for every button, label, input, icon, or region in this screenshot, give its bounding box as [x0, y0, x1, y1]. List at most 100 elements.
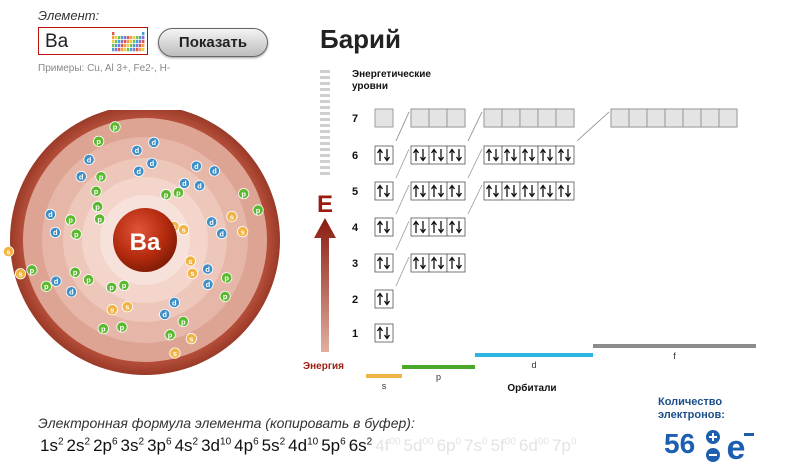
orbital-box-7p [428, 108, 448, 128]
electron-p [172, 186, 184, 199]
electron-d [50, 275, 62, 287]
orbital-connector-line [395, 111, 410, 142]
electron-d [148, 136, 160, 148]
show-button[interactable]: Показать [158, 28, 268, 57]
formula-term: 5f00 [490, 436, 516, 455]
formula-term: 3d10 [201, 436, 232, 455]
orbital-box-4p [410, 181, 430, 201]
orbital-box-7s [374, 108, 394, 128]
electron-s [121, 301, 133, 313]
orbital-box-6s [374, 145, 394, 165]
energy-scale-tick [320, 94, 330, 97]
electron-letter: p [122, 281, 127, 290]
electron-letter: p [96, 137, 101, 146]
electron-plus-minus-icon[interactable]: e [704, 428, 754, 464]
electron-letter: s [173, 349, 177, 358]
spin-down-arrow-icon [383, 293, 391, 306]
formula-term: 7s0 [464, 436, 488, 455]
orbitals-axis-label: Орбитали [507, 382, 556, 394]
spin-up-arrow-icon [412, 220, 420, 233]
electron-s [106, 304, 118, 316]
electron-p [219, 290, 231, 303]
spin-up-arrow-icon [521, 148, 529, 161]
energy-scale-tick [320, 82, 330, 85]
spin-up-arrow-icon [430, 220, 438, 233]
electron-d [178, 177, 191, 189]
orbital-box-3d [555, 181, 575, 201]
electron-count-label: Количество электронов: [658, 396, 725, 422]
spin-down-arrow-icon [492, 185, 500, 198]
orbital-box-6f [682, 108, 702, 128]
orbital-box-2s [374, 289, 394, 309]
electron-letter: p [94, 187, 99, 196]
orbital-box-3p [410, 217, 430, 237]
orbital-box-7p [446, 108, 466, 128]
element-name-title: Барий [320, 24, 401, 54]
energy-scale-tick [320, 112, 330, 115]
orbital-box-5s [374, 181, 394, 201]
spin-down-arrow-icon [564, 185, 572, 198]
periodic-table-icon[interactable] [112, 32, 145, 52]
electron-letter: d [205, 265, 210, 274]
spin-up-arrow-icon [376, 148, 384, 161]
orbital-box-6f [610, 108, 630, 128]
electron-p [116, 321, 128, 333]
orbital-box-6d [501, 108, 521, 128]
orbital-connector-line [576, 111, 610, 142]
orbital-box-4d [483, 145, 503, 165]
electron-count-label-line2: электронов: [658, 409, 725, 421]
formula-term: 4p6 [234, 436, 259, 455]
formula-term: 2s2 [66, 436, 91, 455]
atom-model: ssssppppppssppppppddddddddddssppppppdddd… [2, 110, 280, 375]
formula-term: 5p6 [321, 436, 346, 455]
orbital-bar-label-f: f [673, 351, 676, 361]
electron-letter: s [230, 212, 234, 221]
electron-letter: p [164, 190, 169, 199]
electron-letter: p [101, 325, 106, 334]
orbital-box-3p [446, 217, 466, 237]
orbital-connector-line [467, 184, 483, 215]
spin-down-arrow-icon [383, 257, 391, 270]
electron-letter: s [190, 269, 194, 278]
energy-scale-tick [320, 148, 330, 151]
electron-letter: p [99, 173, 104, 182]
electron-s [237, 226, 249, 238]
electron-letter: p [241, 189, 246, 198]
electron-letter: p [74, 230, 79, 239]
orbital-connector-line [395, 148, 410, 179]
energy-level-label-5: 5 [352, 186, 358, 198]
orbital-box-3d [537, 181, 557, 201]
orbital-box-6f [700, 108, 720, 128]
spin-down-arrow-icon [383, 185, 391, 198]
spin-up-arrow-icon [557, 184, 565, 197]
element-label: Элемент: [38, 8, 100, 23]
electron-s [185, 333, 197, 345]
nucleus-label: Ba [130, 229, 161, 256]
electron-letter: d [54, 277, 59, 286]
spin-up-arrow-icon [412, 256, 420, 269]
energy-level-label-6: 6 [352, 150, 358, 162]
electron-s [226, 210, 238, 223]
spin-up-arrow-icon [503, 184, 511, 197]
orbital-box-4p [428, 181, 448, 201]
electron-p [160, 189, 172, 201]
electron-p [221, 272, 233, 284]
orbital-box-6d [555, 108, 575, 128]
electron-d [202, 278, 214, 290]
formula-term: 6p0 [436, 436, 462, 455]
orbital-box-6d [537, 108, 557, 128]
electron-p [40, 280, 52, 292]
energy-scale-tick [320, 118, 330, 121]
energy-scale-tick [320, 172, 330, 175]
electron-letter: d [152, 138, 157, 147]
spin-down-arrow-icon [564, 149, 572, 162]
spin-down-arrow-icon [492, 149, 500, 162]
spin-up-arrow-icon [448, 220, 456, 233]
electron-letter: p [95, 202, 100, 211]
electron-letter: d [162, 310, 167, 319]
electron-p [118, 279, 130, 291]
element-input[interactable]: Ba [38, 27, 148, 55]
spin-up-arrow-icon [539, 148, 547, 161]
spin-down-arrow-icon [546, 149, 554, 162]
